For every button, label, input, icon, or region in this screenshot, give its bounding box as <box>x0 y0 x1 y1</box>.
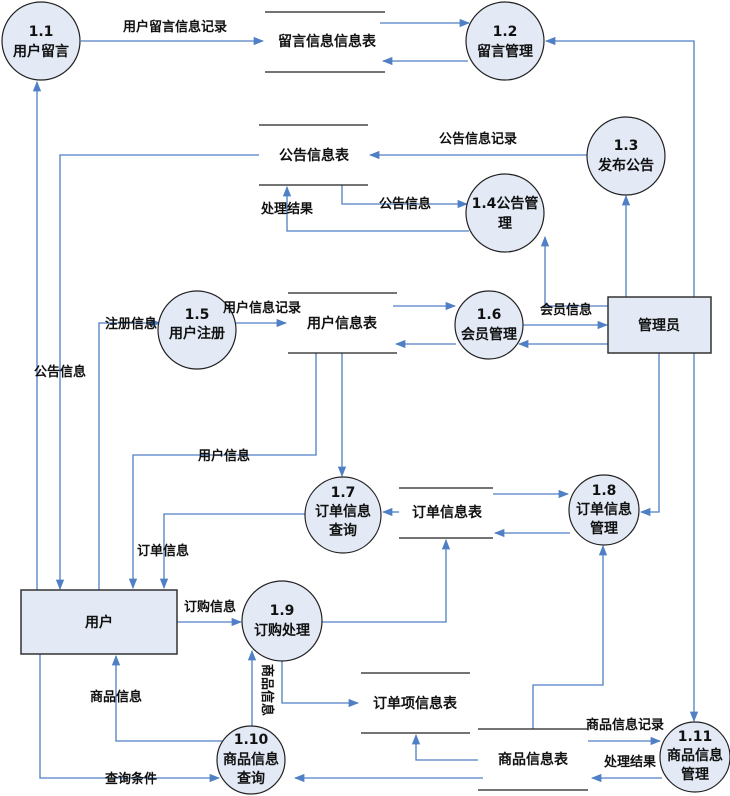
process-name: 1.4公告管 <box>472 195 539 212</box>
process-id: 1.10 <box>234 732 269 748</box>
process-1.9: 1.9 订购处理 <box>241 580 323 662</box>
flow-1.7-to-user <box>159 513 305 590</box>
flow-admin-to-1.2 <box>544 36 695 297</box>
process-name: 管理 <box>590 520 618 537</box>
entity-user-label: 用户 <box>85 614 113 631</box>
process-1.3: 1.3 发布公告 <box>586 116 666 196</box>
flow-1.4-to-notice-store <box>282 185 469 232</box>
flow-notice-store-to-1.4 <box>341 185 469 209</box>
flow-label: 处理结果 <box>260 201 313 217</box>
process-1.7: 1.7 订单信息 查询 <box>304 476 382 554</box>
store-orderitem-label: 订单项信息表 <box>373 695 458 712</box>
process-name: 订购处理 <box>254 622 310 639</box>
process-name: 订单信息 <box>315 503 371 520</box>
flow-label: 会员信息 <box>540 302 592 318</box>
process-id: 1.2 <box>493 24 518 40</box>
process-name: 会员管理 <box>461 326 517 343</box>
process-name: 用户留言 <box>13 43 69 60</box>
flow-admin-to-1.8 <box>639 353 660 517</box>
flow-label: 用户留言信息记录 <box>122 19 227 35</box>
process-name: 查询 <box>237 770 265 787</box>
store-notice: 公告信息表 <box>259 124 368 186</box>
store-userinfo: 用户信息表 <box>288 292 397 354</box>
entity-user: 用户 <box>20 589 178 655</box>
flow-label: 商品信息记录 <box>586 717 664 733</box>
flow-user-to-1.5 <box>98 318 162 590</box>
process-name: 理 <box>498 216 512 232</box>
process-1.5: 1.5 用户注册 <box>157 290 237 370</box>
store-product-label: 商品信息表 <box>498 751 569 768</box>
flow-label: 订单信息 <box>137 543 189 559</box>
flow-label: 公告信息记录 <box>439 131 517 147</box>
process-1.8: 1.8 订单信息 管理 <box>568 474 640 546</box>
process-id: 1.3 <box>614 138 639 154</box>
process-id: 1.5 <box>185 307 210 323</box>
process-1.11: 1.11 商品信息 管理 <box>659 721 730 793</box>
flow-labels: 用户留言信息记录 公告信息记录 公告信息 处理结果 公告信息 会员信息 注册信息… <box>34 19 664 787</box>
process-id: 1.11 <box>678 729 713 745</box>
flows <box>32 18 699 783</box>
flow-label: 商品信息 <box>259 664 275 716</box>
flow-label: 商品信息 <box>90 689 142 705</box>
flow-product-store-to-orderitem-store <box>411 733 478 761</box>
process-id: 1.8 <box>592 483 617 499</box>
process-name: 发布公告 <box>597 157 654 174</box>
process-name: 管理 <box>681 766 709 783</box>
store-message: 留言信息信息表 <box>265 11 385 73</box>
process-name: 查询 <box>329 522 357 539</box>
process-id: 1.6 <box>477 307 502 323</box>
process-1.10: 1.10 商品信息 查询 <box>216 725 286 795</box>
flow-label: 公告信息 <box>34 364 86 380</box>
store-notice-label: 公告信息表 <box>279 147 350 164</box>
process-1.6: 1.6 会员管理 <box>454 290 524 360</box>
flow-label: 查询条件 <box>104 771 157 787</box>
flow-label: 注册信息 <box>105 316 157 332</box>
process-id: 1.9 <box>270 603 295 619</box>
process-id: 1.1 <box>29 24 54 40</box>
flow-label: 用户信息记录 <box>222 300 301 316</box>
flow-label: 用户信息 <box>197 448 250 464</box>
flow-1.9-to-order-store <box>322 538 451 623</box>
process-name: 留言管理 <box>477 43 533 60</box>
entity-admin-label: 管理员 <box>638 317 680 334</box>
flow-product-store-to-1.8 <box>532 544 608 729</box>
flow-admin-to-1.4 <box>540 235 608 307</box>
store-order-label: 订单信息表 <box>412 504 483 521</box>
flow-userinfo-store-to-user <box>128 353 317 590</box>
process-name: 订单信息 <box>576 501 632 518</box>
process-name: 用户注册 <box>169 325 225 342</box>
flow-user-to-1.10 <box>39 654 221 783</box>
flow-1.9-to-orderitem-store <box>281 661 360 708</box>
store-product: 商品信息表 <box>478 728 588 791</box>
process-name: 商品信息 <box>667 747 723 764</box>
entity-admin: 管理员 <box>607 296 712 354</box>
process-1.4: 1.4公告管 理 <box>465 173 545 253</box>
store-order: 订单信息表 <box>399 487 493 539</box>
flow-notice-store-to-user <box>55 154 259 591</box>
flow-1.10-to-user <box>111 654 222 742</box>
process-name: 商品信息 <box>223 751 279 768</box>
process-1.2: 1.2 留言管理 <box>465 1 545 81</box>
flow-label: 处理结果 <box>603 754 656 770</box>
store-orderitem: 订单项信息表 <box>361 672 470 734</box>
flow-label: 公告信息 <box>379 196 431 212</box>
flow-label: 订购信息 <box>184 599 236 615</box>
process-id: 1.7 <box>331 485 356 501</box>
process-1.1: 1.1 用户留言 <box>1 1 81 81</box>
store-userinfo-label: 用户信息表 <box>307 315 378 332</box>
store-message-label: 留言信息信息表 <box>278 33 377 50</box>
